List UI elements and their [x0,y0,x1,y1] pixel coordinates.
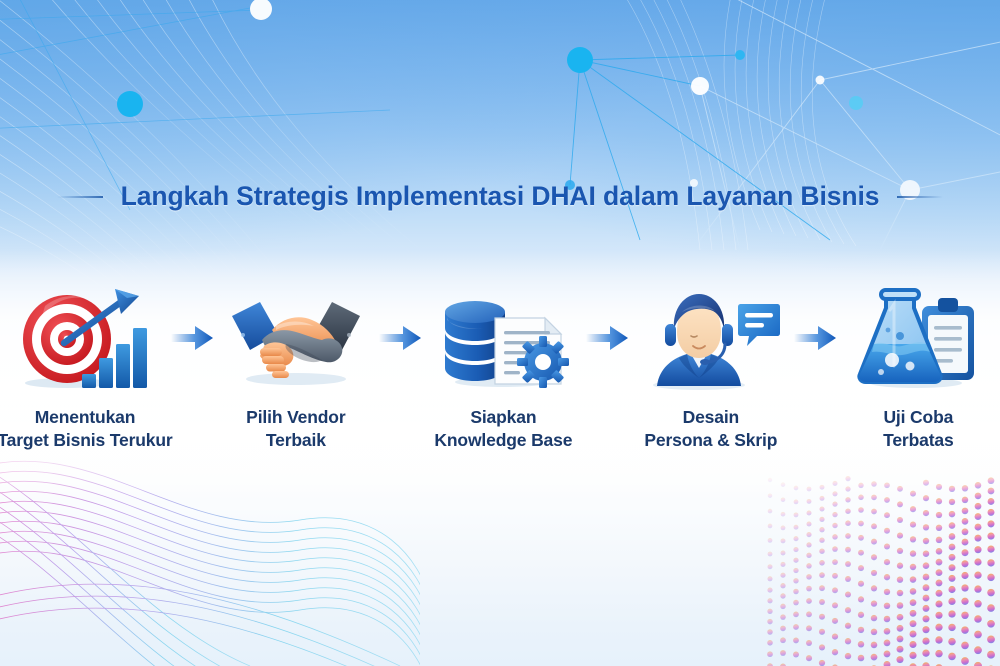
process-step-2-label: Pilih Vendor Terbaik [246,406,345,452]
node-dot [900,180,920,200]
node-dot [735,50,745,60]
flask-clipboard-icon [848,286,988,390]
halftone-dots [767,475,1000,666]
step-label-line2: Target Bisnis Terukur [0,430,173,451]
title-rule-left [56,195,103,198]
step-label-line1: Uji Coba [883,407,954,427]
process-step-4[interactable]: Desain Persona & Skrip [629,286,792,452]
step-label-line1: Siapkan [470,407,537,427]
title-rule-right [897,195,944,198]
step-label-line1: Pilih Vendor [246,407,346,427]
headset-agent-chat-icon [641,286,781,390]
step-label-line2: Knowledge Base [434,430,573,451]
node-dot [691,77,709,95]
step-label-line1: Desain [682,407,740,427]
process-step-3-label: Siapkan Knowledge Base [434,406,572,452]
flow-arrow-4 [793,286,837,390]
node-dot [117,91,143,117]
step-label-line2: Terbaik [265,430,326,451]
step-label-line1: Menentukan [34,407,136,427]
node-dot [567,47,593,73]
flow-arrow-2 [378,286,422,390]
page-title-row: Langkah Strategis Implementasi DHAI dala… [0,181,1000,212]
database-document-gear-icon [433,286,573,390]
node-dot [690,179,698,187]
node-dot [849,96,863,110]
step-label-line2: Terbatas [883,430,954,451]
flow-arrow-1 [170,286,214,390]
node-dot [250,0,272,20]
handshake-icon [226,286,366,390]
process-step-5[interactable]: Uji Coba Terbatas [837,286,1000,452]
flow-arrow-3 [585,286,629,390]
process-flow: Menentukan Target Bisnis Terukur [0,286,1000,452]
page-title: Langkah Strategis Implementasi DHAI dala… [120,181,880,211]
step-label-line2: Persona & Skrip [644,430,778,451]
process-step-3[interactable]: Siapkan Knowledge Base [422,286,585,452]
process-step-2[interactable]: Pilih Vendor Terbaik [214,286,377,452]
process-step-5-label: Uji Coba Terbatas [883,406,954,452]
process-step-1-label: Menentukan Target Bisnis Terukur [0,406,173,452]
process-step-4-label: Desain Persona & Skrip [644,406,777,452]
node-dot [815,75,825,85]
process-step-1[interactable]: Menentukan Target Bisnis Terukur [0,286,173,452]
target-bar-chart-icon [15,286,155,390]
node-dot [565,180,575,190]
